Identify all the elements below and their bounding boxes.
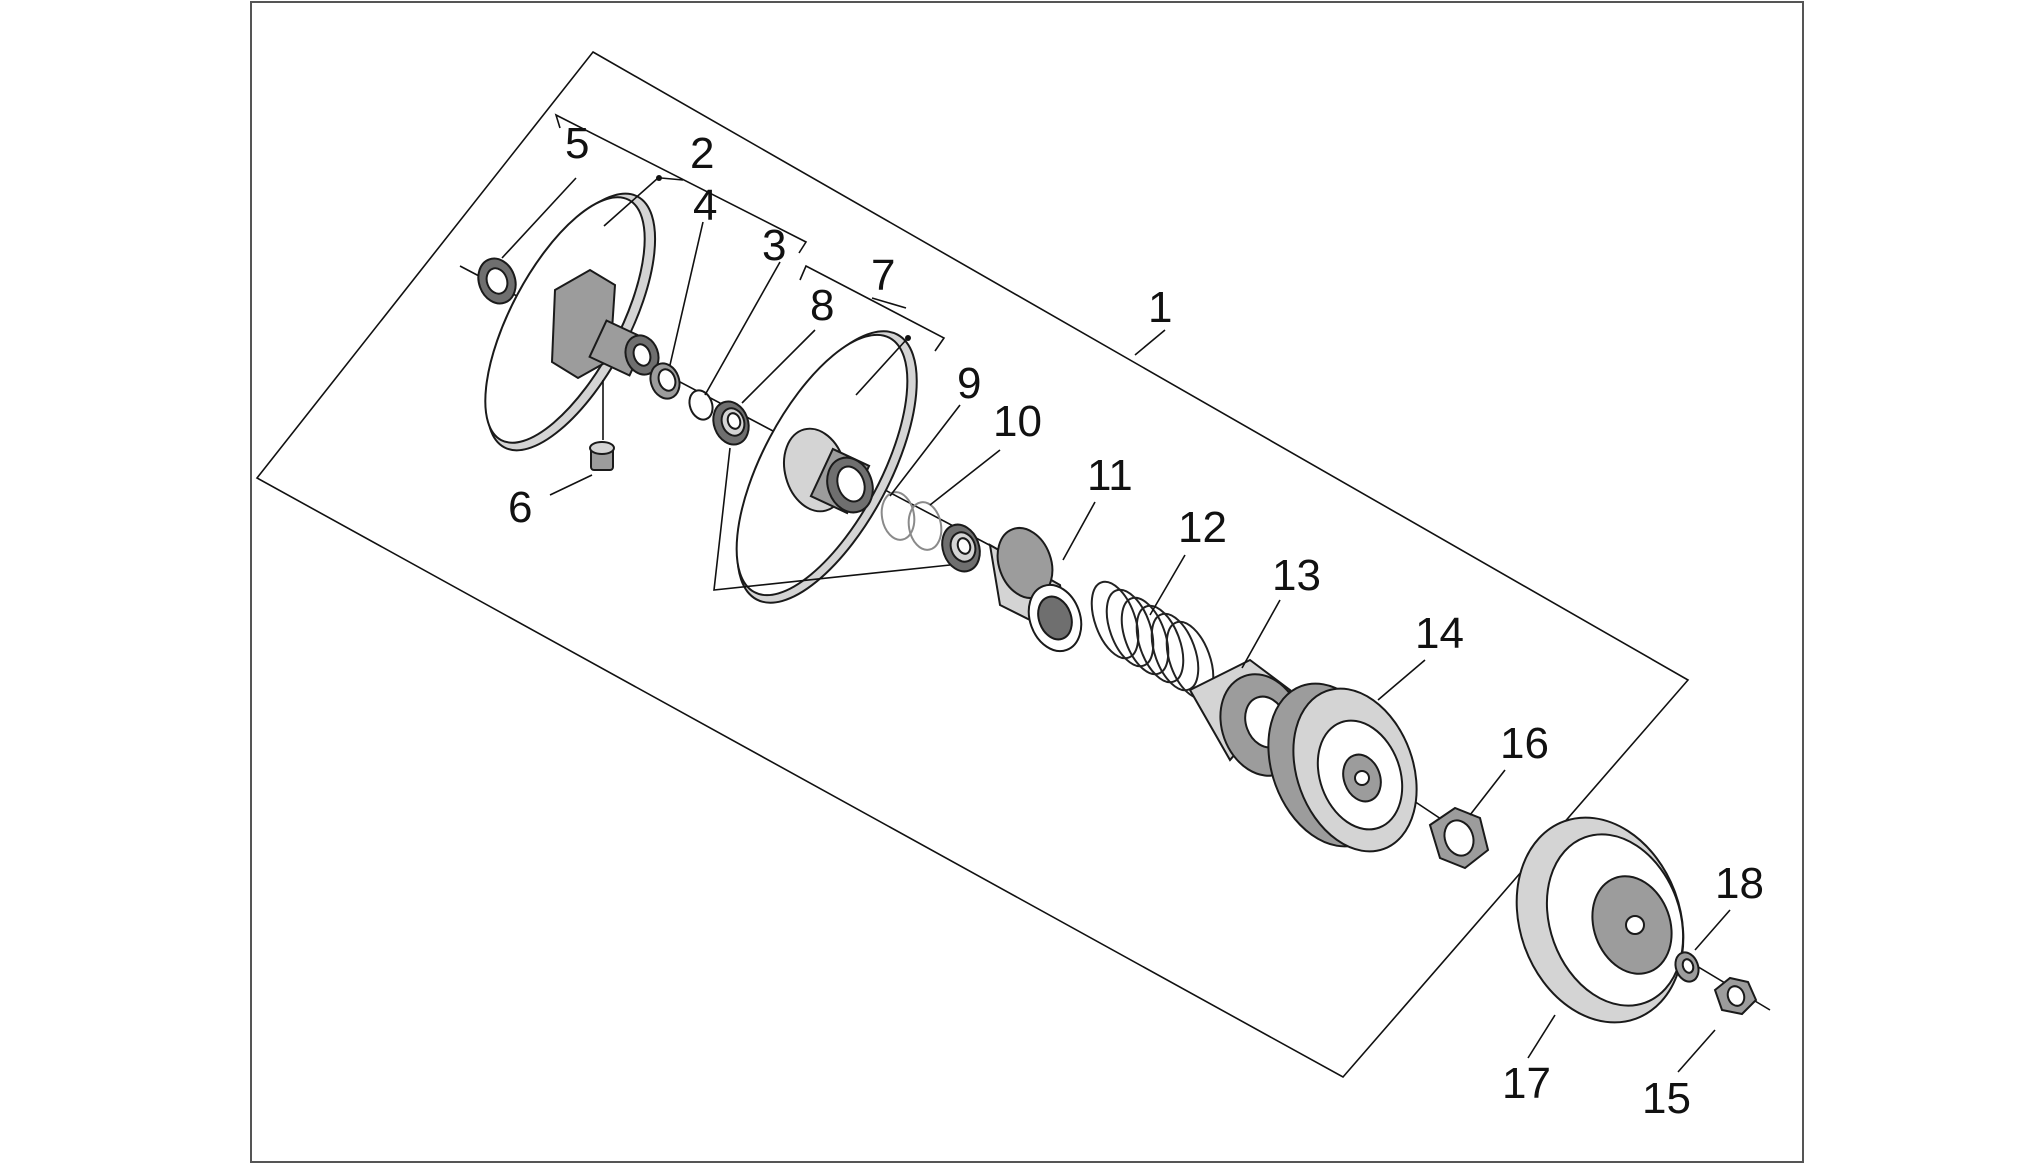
callout-18: 18 bbox=[1715, 859, 1764, 908]
leader-14 bbox=[1377, 659, 1426, 701]
callout-8: 8 bbox=[810, 281, 834, 330]
leader-13 bbox=[1241, 599, 1281, 669]
part-5-oil-seal bbox=[477, 257, 517, 305]
leader-8 bbox=[741, 329, 816, 404]
callout-5: 5 bbox=[565, 119, 589, 168]
leader-16 bbox=[1469, 769, 1506, 816]
callout-10: 10 bbox=[993, 397, 1042, 446]
dot-7 bbox=[905, 335, 911, 341]
leader-7-part bbox=[855, 339, 907, 396]
part-18-washer bbox=[1674, 951, 1700, 983]
group-bracket-2 bbox=[554, 113, 808, 254]
callout-9: 9 bbox=[957, 359, 981, 408]
part-12-spring bbox=[1090, 580, 1215, 700]
part-16-clutch-nut bbox=[1428, 806, 1490, 870]
part-15-nut bbox=[1713, 976, 1758, 1016]
part-8-ball-bearing-rear bbox=[941, 523, 981, 573]
frame-border bbox=[250, 1, 1804, 1163]
leader-6 bbox=[549, 474, 593, 496]
leader-17 bbox=[1527, 1014, 1556, 1059]
leader-4 bbox=[669, 221, 704, 366]
leader-10 bbox=[929, 449, 1001, 506]
leader-1 bbox=[1134, 329, 1166, 356]
leader-5 bbox=[501, 177, 577, 259]
part-8-ball-bearing bbox=[712, 400, 750, 446]
callout-2: 2 bbox=[690, 129, 714, 178]
part-6-screw bbox=[589, 441, 615, 471]
leader-12 bbox=[1149, 554, 1186, 616]
callout-16: 16 bbox=[1500, 719, 1549, 768]
assembly-outline bbox=[255, 50, 1690, 1079]
part-14-clutch-assembly bbox=[1267, 682, 1418, 853]
part-9-o-ring bbox=[880, 491, 916, 541]
part-3-circlip bbox=[688, 389, 714, 421]
leader-2-part bbox=[603, 177, 659, 227]
callout-7: 7 bbox=[871, 251, 895, 300]
part-4-roller-bearing bbox=[649, 362, 681, 400]
leader-15 bbox=[1677, 1029, 1716, 1073]
leader-9 bbox=[889, 404, 961, 497]
callout-1: 1 bbox=[1148, 283, 1172, 332]
leader-2 bbox=[660, 177, 684, 181]
callout-17: 17 bbox=[1502, 1059, 1551, 1108]
callout-12: 12 bbox=[1178, 503, 1227, 552]
part-17-clutch-bell bbox=[1515, 816, 1685, 1024]
callout-6: 6 bbox=[508, 483, 532, 532]
group-bracket-7 bbox=[799, 264, 946, 352]
callout-13: 13 bbox=[1272, 551, 1321, 600]
leader-11 bbox=[1062, 501, 1096, 561]
leader-18 bbox=[1694, 909, 1731, 951]
callout-11: 11 bbox=[1087, 451, 1133, 500]
part-11-sleeve bbox=[988, 527, 1083, 653]
callout-3: 3 bbox=[762, 221, 786, 270]
callout-14: 14 bbox=[1415, 609, 1464, 658]
leader-8-group bbox=[713, 447, 951, 591]
part-2-fixed-pulley-half bbox=[484, 192, 660, 452]
leader-3 bbox=[704, 261, 781, 396]
part-7-movable-pulley-half bbox=[735, 330, 918, 604]
callout-4: 4 bbox=[693, 181, 717, 230]
part-10-o-ring bbox=[907, 501, 943, 551]
leader-7 bbox=[871, 297, 907, 309]
callout-15: 15 bbox=[1642, 1074, 1691, 1123]
